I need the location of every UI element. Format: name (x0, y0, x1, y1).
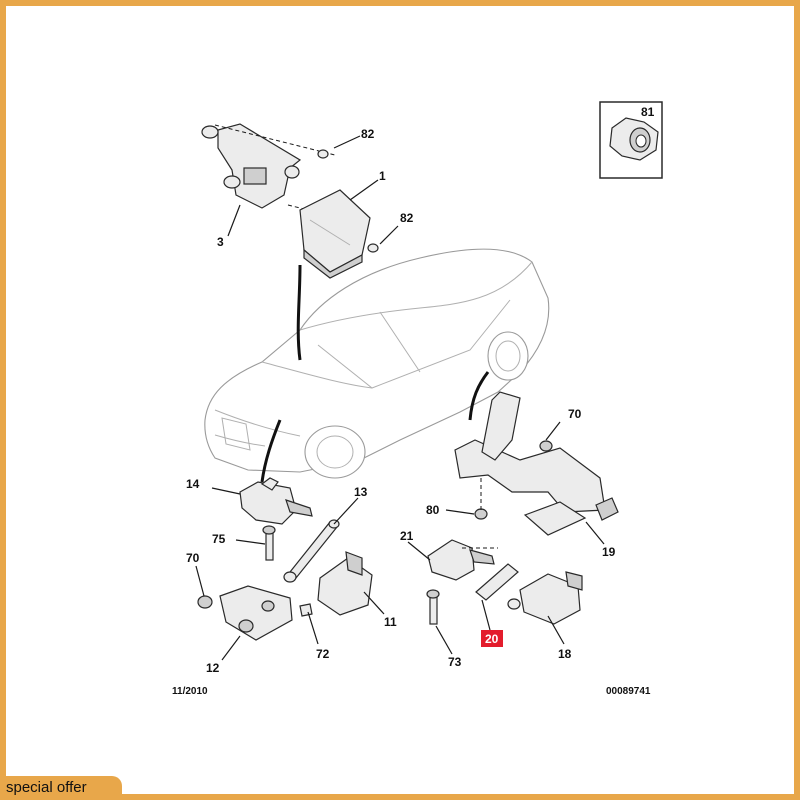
part-81-inset (599, 101, 663, 179)
callout-14: 14 (186, 477, 200, 491)
callout-20-badge (481, 630, 503, 647)
nut-82b (367, 243, 379, 253)
part-18-sensor (507, 571, 583, 625)
callout-70-right: 70 (568, 407, 582, 421)
part-1-module (299, 189, 371, 279)
callout-82-upper: 82 (361, 127, 375, 141)
callout-19: 19 (602, 545, 616, 559)
part-14-sensor (239, 477, 313, 525)
callout-73: 73 (448, 655, 462, 669)
callout-12: 12 (206, 661, 220, 675)
callout-80: 80 (426, 503, 440, 517)
callout-11: 11 (384, 615, 397, 629)
callout-72: 72 (316, 647, 330, 661)
part-11-sensor (317, 551, 373, 616)
callout-82-lower: 82 (400, 211, 414, 225)
part-73-bolt (426, 589, 440, 625)
part-72-screw (299, 603, 313, 617)
wire-upper (296, 264, 302, 361)
callout-81: 81 (641, 105, 655, 119)
callout-18: 18 (558, 647, 572, 661)
part-75-bolt (262, 525, 276, 561)
car-illustration (204, 248, 550, 479)
part-20-rod (475, 563, 519, 601)
callout-3: 3 (217, 235, 224, 249)
part-19-bracket (454, 391, 619, 536)
nut-82a (317, 149, 329, 159)
diagram-reference: 00089741 (606, 686, 651, 697)
part-12-plate (219, 585, 293, 641)
wire-front (260, 419, 282, 483)
part-13-link-rod (283, 519, 340, 583)
leader-lines (195, 135, 605, 661)
callout-20: 20 (485, 632, 499, 646)
nut-70b (539, 440, 553, 452)
callout-13: 13 (354, 485, 368, 499)
callout-21: 21 (400, 529, 414, 543)
special-offer-banner: special offer (0, 776, 122, 800)
special-offer-label: special offer (6, 779, 87, 796)
callout-75: 75 (212, 532, 226, 546)
nut-80 (474, 508, 488, 520)
diagram-date: 11/2010 (172, 686, 208, 697)
nut-70a (197, 595, 213, 609)
wire-rear (468, 371, 490, 421)
callout-70-left: 70 (186, 551, 200, 565)
part-3-bracket (201, 123, 302, 209)
part-21-sensor (427, 539, 495, 581)
callout-1: 1 (379, 169, 386, 183)
